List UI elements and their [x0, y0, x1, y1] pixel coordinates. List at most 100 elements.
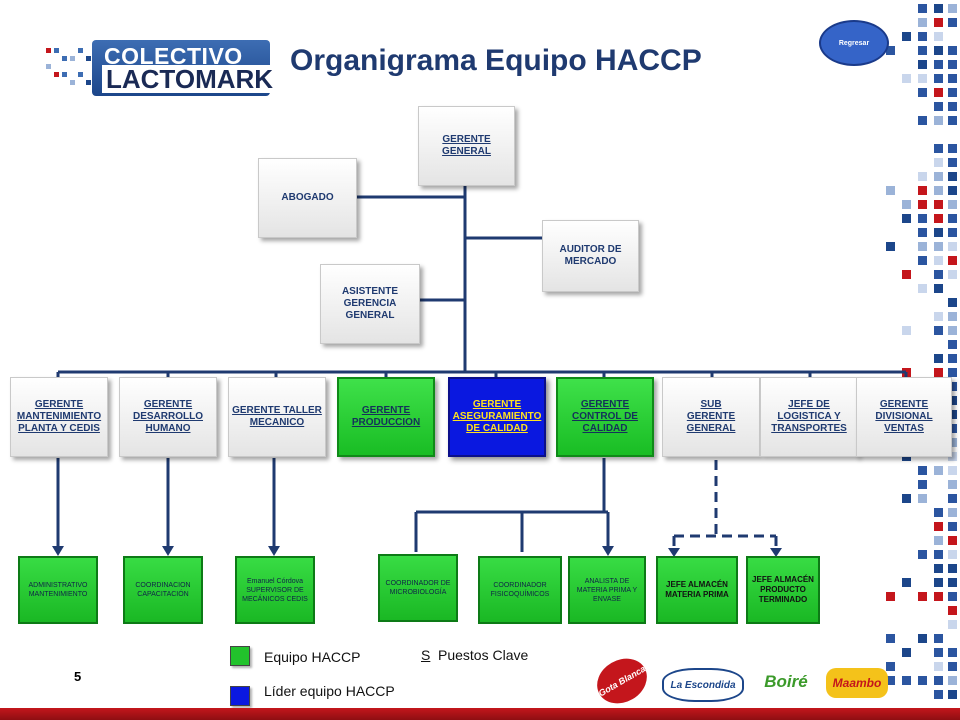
decorative-square: [948, 606, 957, 615]
decorative-pattern: [886, 4, 957, 699]
decorative-square: [948, 312, 957, 321]
logo-line2: LACTOMARK: [102, 65, 278, 93]
decorative-square: [902, 648, 911, 657]
decorative-square: [934, 74, 943, 83]
decorative-square: [918, 592, 927, 601]
decorative-square: [886, 676, 895, 685]
decorative-square: [918, 4, 927, 13]
decorative-square: [934, 326, 943, 335]
decorative-square: [948, 424, 957, 433]
box-coordinador-microbiologia: COORDINADOR DE MICROBIOLOGÍA: [378, 554, 458, 622]
decorative-square: [934, 256, 943, 265]
box-supervisor-mecanicos: Emanuel Córdova SUPERVISOR DE MECÁNICOS …: [235, 556, 315, 624]
box-gerente-mantenimiento: GERENTE MANTENIMIENTO PLANTA Y CEDIS: [10, 377, 108, 457]
decorative-square: [934, 634, 943, 643]
legend-swatch-lider: [230, 686, 250, 706]
decorative-square: [934, 662, 943, 671]
decorative-square: [918, 228, 927, 237]
box-gerente-control-calidad: GERENTE CONTROL DE CALIDAD: [556, 377, 654, 457]
decorative-square: [948, 536, 957, 545]
decorative-square: [948, 326, 957, 335]
decorative-square: [918, 466, 927, 475]
company-logo: COLECTIVO LACTOMARK: [44, 40, 278, 96]
regresar-button[interactable]: Regresar: [819, 20, 889, 66]
decorative-square: [918, 18, 927, 27]
decorative-square: [948, 690, 957, 699]
decorative-square: [948, 438, 957, 447]
decorative-square: [934, 564, 943, 573]
decorative-square: [902, 74, 911, 83]
decorative-square: [918, 116, 927, 125]
decorative-square: [934, 676, 943, 685]
decorative-square: [934, 536, 943, 545]
decorative-square: [934, 172, 943, 181]
decorative-square: [948, 116, 957, 125]
legend-puestos-label: Puestos Clave: [438, 647, 529, 663]
decorative-square: [934, 354, 943, 363]
brand-boire-logo: Boiré: [756, 666, 816, 698]
logo-dots: [46, 48, 91, 85]
box-jefe-logistica: JEFE DE LOGISTICA Y TRANSPORTES: [760, 377, 858, 457]
decorative-square: [934, 368, 943, 377]
decorative-square: [918, 46, 927, 55]
decorative-square: [948, 452, 957, 461]
decorative-square: [948, 74, 957, 83]
decorative-square: [934, 214, 943, 223]
decorative-square: [948, 620, 957, 629]
decorative-square: [948, 550, 957, 559]
box-coordinador-fisicoquimicos: COORDINADOR FISICOQUÍMICOS: [478, 556, 562, 624]
brand-maambo-logo: Maambo: [826, 668, 888, 698]
decorative-square: [934, 186, 943, 195]
decorative-square: [934, 648, 943, 657]
decorative-square: [948, 18, 957, 27]
logo-line1: COLECTIVO: [104, 43, 243, 69]
decorative-square: [934, 88, 943, 97]
decorative-square: [934, 200, 943, 209]
decorative-square: [886, 186, 895, 195]
page-number: 5: [74, 669, 82, 684]
decorative-square: [948, 648, 957, 657]
box-administrativo-mantenimiento: ADMINISTRATIVO MANTENIMIENTO: [18, 556, 98, 624]
decorative-square: [886, 634, 895, 643]
decorative-square: [948, 662, 957, 671]
decorative-square: [934, 508, 943, 517]
brand-la-escondida-text: La Escondida: [670, 679, 736, 691]
decorative-square: [934, 144, 943, 153]
page-title: Organigrama Equipo HACCP: [290, 44, 702, 77]
decorative-square: [918, 214, 927, 223]
box-jefe-almacen-materia-prima: JEFE ALMACÉN MATERIA PRIMA: [656, 556, 738, 624]
decorative-square: [934, 116, 943, 125]
box-asistente-gerencia-general: ASISTENTE GERENCIA GENERAL: [320, 264, 420, 344]
decorative-square: [934, 158, 943, 167]
brand-gota-blanca-text: Gota Blanca: [596, 663, 648, 699]
decorative-square: [948, 410, 957, 419]
legend-lider-label: Líder equipo HACCP: [264, 683, 395, 699]
decorative-square: [948, 228, 957, 237]
decorative-square: [948, 172, 957, 181]
decorative-square: [934, 242, 943, 251]
decorative-square: [948, 4, 957, 13]
decorative-square: [934, 284, 943, 293]
box-analista-materia-prima: ANALISTA DE MATERIA PRIMA Y ENVASE: [568, 556, 646, 624]
decorative-square: [948, 592, 957, 601]
decorative-square: [934, 18, 943, 27]
decorative-square: [934, 102, 943, 111]
decorative-square: [918, 550, 927, 559]
box-abogado: ABOGADO: [258, 158, 357, 238]
decorative-square: [902, 578, 911, 587]
decorative-square: [902, 494, 911, 503]
decorative-square: [948, 214, 957, 223]
decorative-square: [934, 60, 943, 69]
decorative-square: [948, 396, 957, 405]
decorative-square: [886, 662, 895, 671]
decorative-square: [948, 242, 957, 251]
decorative-square: [918, 284, 927, 293]
decorative-square: [918, 32, 927, 41]
legend-equipo-label: Equipo HACCP: [264, 649, 361, 665]
decorative-square: [948, 186, 957, 195]
decorative-square: [886, 592, 895, 601]
decorative-square: [948, 480, 957, 489]
decorative-square: [902, 326, 911, 335]
decorative-square: [918, 256, 927, 265]
decorative-square: [948, 270, 957, 279]
